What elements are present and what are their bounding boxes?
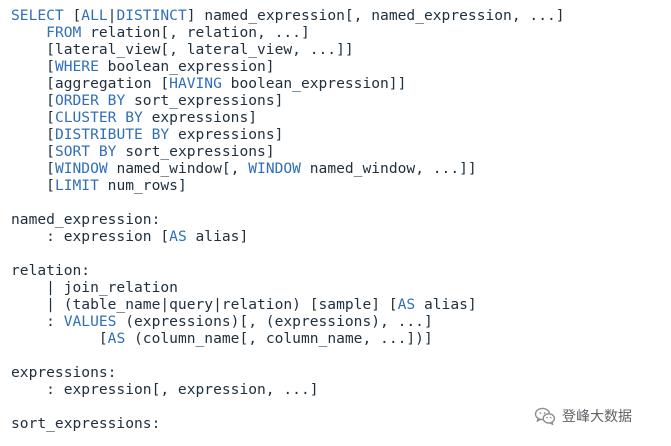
sql-keyword: FROM: [46, 24, 82, 41]
sql-keyword: WINDOW: [248, 160, 301, 177]
wechat-icon: [534, 407, 556, 426]
sql-keyword: AS: [107, 330, 126, 347]
sql-keyword: SELECT: [11, 7, 64, 24]
code-line: [11, 347, 565, 364]
code-text: expressions]: [142, 109, 258, 126]
code-text: [: [11, 92, 55, 109]
code-line: sort_expressions:: [11, 415, 565, 432]
code-text: | (table_name|query|relation) [sample] [: [11, 296, 398, 313]
code-text: | join_relation: [11, 279, 178, 296]
code-line: [WINDOW named_window[, WINDOW named_wind…: [11, 160, 565, 177]
code-text: [: [11, 126, 55, 143]
sql-keyword: ORDER BY: [54, 92, 126, 109]
sql-keyword: DISTRIBUTE BY: [54, 126, 170, 143]
code-line: FROM relation[, relation, ...]: [11, 24, 565, 41]
code-line: relation:: [11, 262, 565, 279]
sql-keyword: AS: [169, 228, 187, 245]
sql-keyword: WHERE: [54, 58, 99, 75]
code-text: [: [11, 160, 55, 177]
code-line: [aggregation [HAVING boolean_expression]…: [11, 75, 565, 92]
code-line: expressions:: [11, 364, 565, 381]
sql-keyword: AS: [397, 296, 416, 313]
code-text: sort_expressions]: [116, 143, 275, 160]
code-line: : VALUES (expressions)[, (expressions), …: [11, 313, 565, 330]
code-line: [LIMIT num_rows]: [11, 177, 565, 194]
code-text: :: [11, 313, 64, 330]
code-line: | join_relation: [11, 279, 565, 296]
code-text: [: [11, 109, 55, 126]
code-line: [WHERE boolean_expression]: [11, 58, 565, 75]
watermark: 登峰大数据: [534, 405, 632, 427]
sql-keyword: LIMIT: [54, 177, 99, 194]
code-text: [aggregation [: [11, 75, 170, 92]
code-text: [lateral_view[, lateral_view, ...]]: [11, 41, 354, 58]
code-text: [11, 24, 46, 41]
code-text: named_window[,: [107, 160, 249, 177]
code-text: sort_expressions:: [11, 415, 161, 432]
code-text: relation:: [11, 262, 91, 279]
code-text: boolean_expression]: [98, 58, 275, 75]
code-text: [: [11, 58, 55, 75]
code-text: [: [63, 7, 82, 24]
code-text: num_rows]: [98, 177, 187, 194]
code-text: expressions:: [11, 364, 117, 381]
code-line: : expression [AS alias]: [11, 228, 565, 245]
code-line: [SORT BY sort_expressions]: [11, 143, 565, 160]
code-line: [CLUSTER BY expressions]: [11, 109, 565, 126]
code-line: [DISTRIBUTE BY expressions]: [11, 126, 565, 143]
watermark-text: 登峰大数据: [562, 409, 632, 425]
sql-keyword: SORT BY: [54, 143, 117, 160]
code-line: [ORDER BY sort_expressions]: [11, 92, 565, 109]
code-text: relation[, relation, ...]: [81, 24, 310, 41]
sql-keyword: CLUSTER BY: [54, 109, 143, 126]
code-text: alias]: [186, 228, 249, 245]
code-text: : expression [: [11, 228, 170, 245]
code-text: [: [11, 177, 55, 194]
code-text: |: [107, 7, 117, 24]
code-text: expressions]: [169, 126, 284, 143]
code-line: [11, 245, 565, 262]
code-text: (expressions)[, (expressions), ...]: [116, 313, 433, 330]
code-line: SELECT [ALL|DISTINCT] named_expression[,…: [11, 7, 565, 24]
code-text: boolean_expression]]: [221, 75, 407, 92]
code-text: alias]: [415, 296, 477, 313]
code-line: named_expression:: [11, 211, 565, 228]
code-text: named_expression:: [11, 211, 161, 228]
code-line: [lateral_view[, lateral_view, ...]]: [11, 41, 565, 58]
code-line: [11, 398, 565, 415]
code-line: | (table_name|query|relation) [sample] […: [11, 296, 565, 313]
sql-keyword: DISTINCT: [116, 7, 187, 24]
code-text: sort_expressions]: [125, 92, 284, 109]
code-text: : expression[, expression, ...]: [11, 381, 319, 398]
code-text: (column_name[, column_name, ...])]: [125, 330, 433, 347]
code-text: [: [11, 330, 108, 347]
sql-keyword: HAVING: [169, 75, 222, 92]
sql-syntax-code-block: SELECT [ALL|DISTINCT] named_expression[,…: [11, 7, 565, 432]
code-text: [: [11, 143, 55, 160]
sql-keyword: ALL: [81, 7, 108, 24]
sql-keyword: VALUES: [63, 313, 117, 330]
code-line: [11, 194, 565, 211]
code-text: ] named_expression[, named_expression, .…: [186, 7, 565, 24]
code-line: [AS (column_name[, column_name, ...])]: [11, 330, 565, 347]
code-text: named_window, ...]]: [300, 160, 477, 177]
sql-keyword: WINDOW: [54, 160, 108, 177]
code-line: : expression[, expression, ...]: [11, 381, 565, 398]
